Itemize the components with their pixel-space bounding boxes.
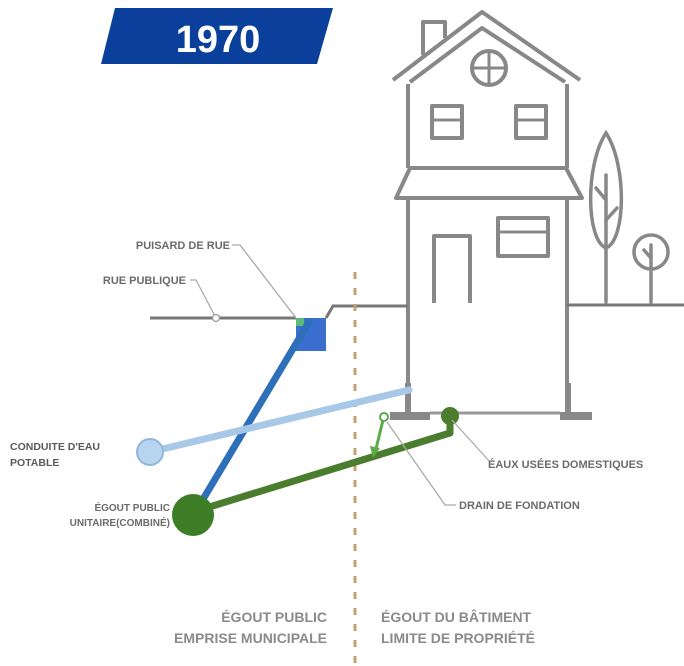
storm-drain-pipe bbox=[189, 318, 313, 520]
leader-domestic-wastewater bbox=[451, 419, 491, 463]
leader-street-drain bbox=[232, 244, 297, 319]
water-main-pipe bbox=[146, 386, 413, 456]
basement-slab-left bbox=[390, 412, 430, 420]
tall-tree-branch-1 bbox=[594, 186, 608, 202]
curb bbox=[324, 304, 408, 319]
label-combined-sewer-line-2: UNITAIRE(COMBINÉ) bbox=[70, 516, 170, 529]
house-chimney bbox=[421, 20, 447, 55]
basement-footing-right bbox=[565, 383, 571, 413]
year-badge-banner bbox=[101, 8, 333, 64]
year-text: 1970 bbox=[176, 19, 261, 61]
house-door bbox=[432, 234, 472, 303]
sanitary-cleanout bbox=[441, 407, 459, 425]
label-combined-sewer-line-1: ÉGOUT PUBLIC bbox=[94, 501, 170, 514]
zone-right-line-2: LIMITE DE PROPRIÉTÉ bbox=[381, 630, 535, 646]
house-upper-window-right bbox=[514, 104, 548, 140]
house-upper-window-left bbox=[430, 104, 464, 140]
foundation-drain-end bbox=[379, 412, 389, 422]
leader-lines bbox=[190, 244, 491, 506]
house-lower-window bbox=[496, 216, 550, 258]
foundation-drain-pipe bbox=[374, 419, 385, 450]
foundation-drain-arrow bbox=[370, 446, 380, 458]
basement-slab bbox=[390, 383, 592, 420]
leader-public-street bbox=[190, 279, 217, 319]
year-badge: 1970 bbox=[101, 8, 333, 64]
label-water-main-line-2: POTABLE bbox=[10, 457, 59, 469]
label-domestic-wastewater: ÉAUX USÉES DOMESTIQUES bbox=[488, 458, 643, 471]
ground bbox=[150, 303, 684, 320]
combined-sewer-main bbox=[172, 494, 214, 536]
zone-left-line-1: ÉGOUT PUBLIC bbox=[221, 609, 327, 625]
zone-right-line-1: ÉGOUT DU BÂTIMENT bbox=[381, 608, 532, 625]
label-public-street: RUE PUBLIQUE bbox=[103, 275, 186, 287]
basement-slab-right bbox=[560, 412, 592, 420]
water-main bbox=[136, 438, 164, 466]
label-water-main-line-1: CONDUITE D'EAU bbox=[10, 441, 100, 453]
leader-public-street-dot bbox=[211, 313, 221, 323]
label-foundation-drain: DRAIN DE FONDATION bbox=[459, 500, 580, 512]
trees bbox=[588, 129, 670, 304]
house-roof bbox=[391, 10, 582, 82]
label-street-drain: PUISARD DE RUE bbox=[136, 240, 230, 252]
house bbox=[391, 10, 584, 412]
basement-footing-left bbox=[405, 383, 411, 413]
zone-left-line-2: EMPRISE MUNICIPALE bbox=[174, 630, 327, 646]
street-drain-grate bbox=[296, 318, 304, 326]
tall-tree-branch-2 bbox=[604, 206, 619, 222]
small-tree-branch bbox=[642, 248, 653, 260]
house-roof-inner bbox=[408, 26, 567, 84]
house-porch-roof bbox=[394, 166, 584, 200]
leader-foundation-drain bbox=[386, 421, 456, 506]
